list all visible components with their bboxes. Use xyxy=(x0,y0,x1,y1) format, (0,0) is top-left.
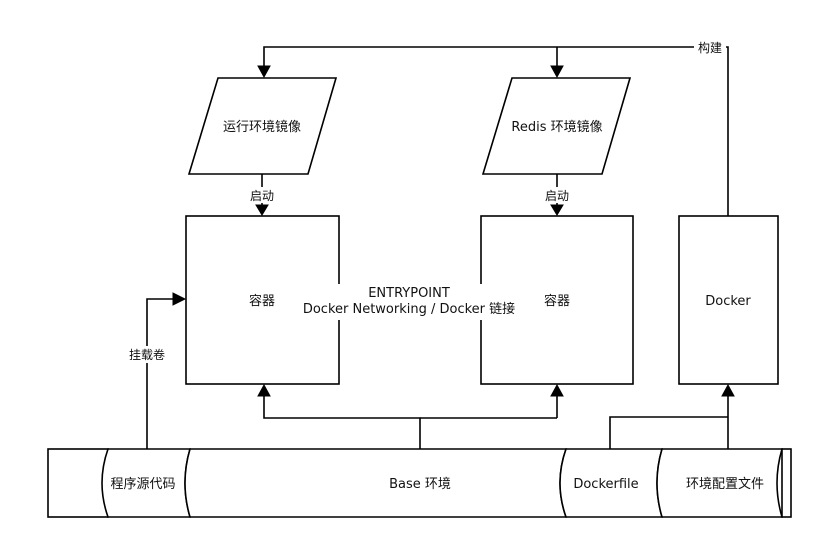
container-right-label: 容器 xyxy=(544,293,570,309)
base-strip-left xyxy=(47,448,109,518)
base-to-containers-connector xyxy=(263,394,421,449)
arrow-to-container-left-side xyxy=(172,292,187,306)
dockerfile-label: Dockerfile xyxy=(573,477,638,492)
docker-label: Docker xyxy=(705,294,751,309)
redis-image-shape xyxy=(481,77,632,175)
arrow-to-container-left xyxy=(255,204,269,216)
env-config-label: 环境配置文件 xyxy=(686,477,764,492)
container-left-label: 容器 xyxy=(249,293,275,309)
mount-label-bg xyxy=(124,346,170,363)
arrow-up-docker xyxy=(721,383,735,397)
build-label-bg xyxy=(694,39,726,55)
link-label-bg xyxy=(294,284,524,320)
arrow-to-run-image xyxy=(257,65,271,79)
run-image-shape xyxy=(187,77,338,175)
start-right-label: 启动 xyxy=(545,189,569,203)
mount-connector xyxy=(146,298,174,449)
start-left-label: 启动 xyxy=(250,189,274,203)
arrow-up-container-right xyxy=(550,383,564,397)
dockerfile-to-docker-connector xyxy=(609,416,728,449)
build-label: 构建 xyxy=(698,40,722,55)
arrow-to-redis-image xyxy=(550,65,564,79)
base-strip-right xyxy=(781,448,792,518)
start-right-label-bg xyxy=(541,187,573,203)
mount-label: 挂载卷 xyxy=(129,347,165,362)
arrow-to-container-right xyxy=(550,204,564,216)
start-left-label-bg xyxy=(246,187,278,203)
link-label-line1: ENTRYPOINT xyxy=(368,286,450,301)
base-env-cylinder xyxy=(184,448,568,518)
run-image-label: 运行环境镜像 xyxy=(223,120,301,135)
source-code-label: 程序源代码 xyxy=(110,477,175,492)
base-env-label: Base 环境 xyxy=(389,477,451,492)
arrow-up-container-left xyxy=(257,383,271,397)
redis-image-label: Redis 环境镜像 xyxy=(511,120,602,135)
build-connector xyxy=(263,46,729,216)
docker-shape xyxy=(678,215,779,385)
link-label-line2: Docker Networking / Docker 链接 xyxy=(303,301,515,317)
